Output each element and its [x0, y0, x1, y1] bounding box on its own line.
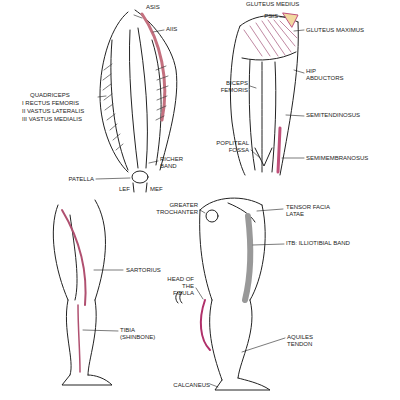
part-label: GLUTEUS MEDIUS [246, 1, 316, 8]
part-label: MEF [150, 186, 166, 193]
part-label: GLUTEUS MAXIMUS [306, 27, 386, 34]
part-label: SEMIMEMBRANOSUS [306, 155, 391, 162]
part-label: QUADRICEPS [30, 92, 100, 99]
part-label: AIIS [166, 26, 190, 33]
part-label: ASIS [146, 4, 176, 11]
part-label: PSIS [256, 13, 278, 20]
part-label: CALCANEUS [170, 382, 210, 389]
part-label: LEF [116, 186, 130, 193]
part-label: HIP ABDUCTORS [306, 68, 348, 82]
part-label: POPLITEAL FOSSA [206, 140, 249, 154]
part-label: BICEPS FEMORIS [206, 80, 248, 94]
part-label: SEMITENDINOSUS [306, 112, 386, 119]
part-label: ITB: ILLIOTIBIAL BAND [286, 240, 352, 247]
part-label: III VASTUS MEDIALIS [22, 116, 98, 123]
part-label: TENSOR FACIA LATAE [286, 204, 340, 218]
part-label: I RECTUS FEMORIS [22, 100, 98, 107]
part-label: TIBIA (SHINBONE) [120, 327, 170, 341]
part-label: HEAD OF THE FIBULA [160, 276, 194, 297]
part-label: GREATER TROCHANTER [148, 202, 198, 216]
part-label: II VASTUS LATERALIS [22, 108, 98, 115]
part-label: PATELLA [62, 176, 94, 183]
part-label: RICHER BAND [160, 156, 190, 170]
medial-leg [53, 200, 123, 385]
part-label: SARTORIUS [126, 267, 186, 274]
part-label: AQUILES TENDON [287, 334, 329, 348]
